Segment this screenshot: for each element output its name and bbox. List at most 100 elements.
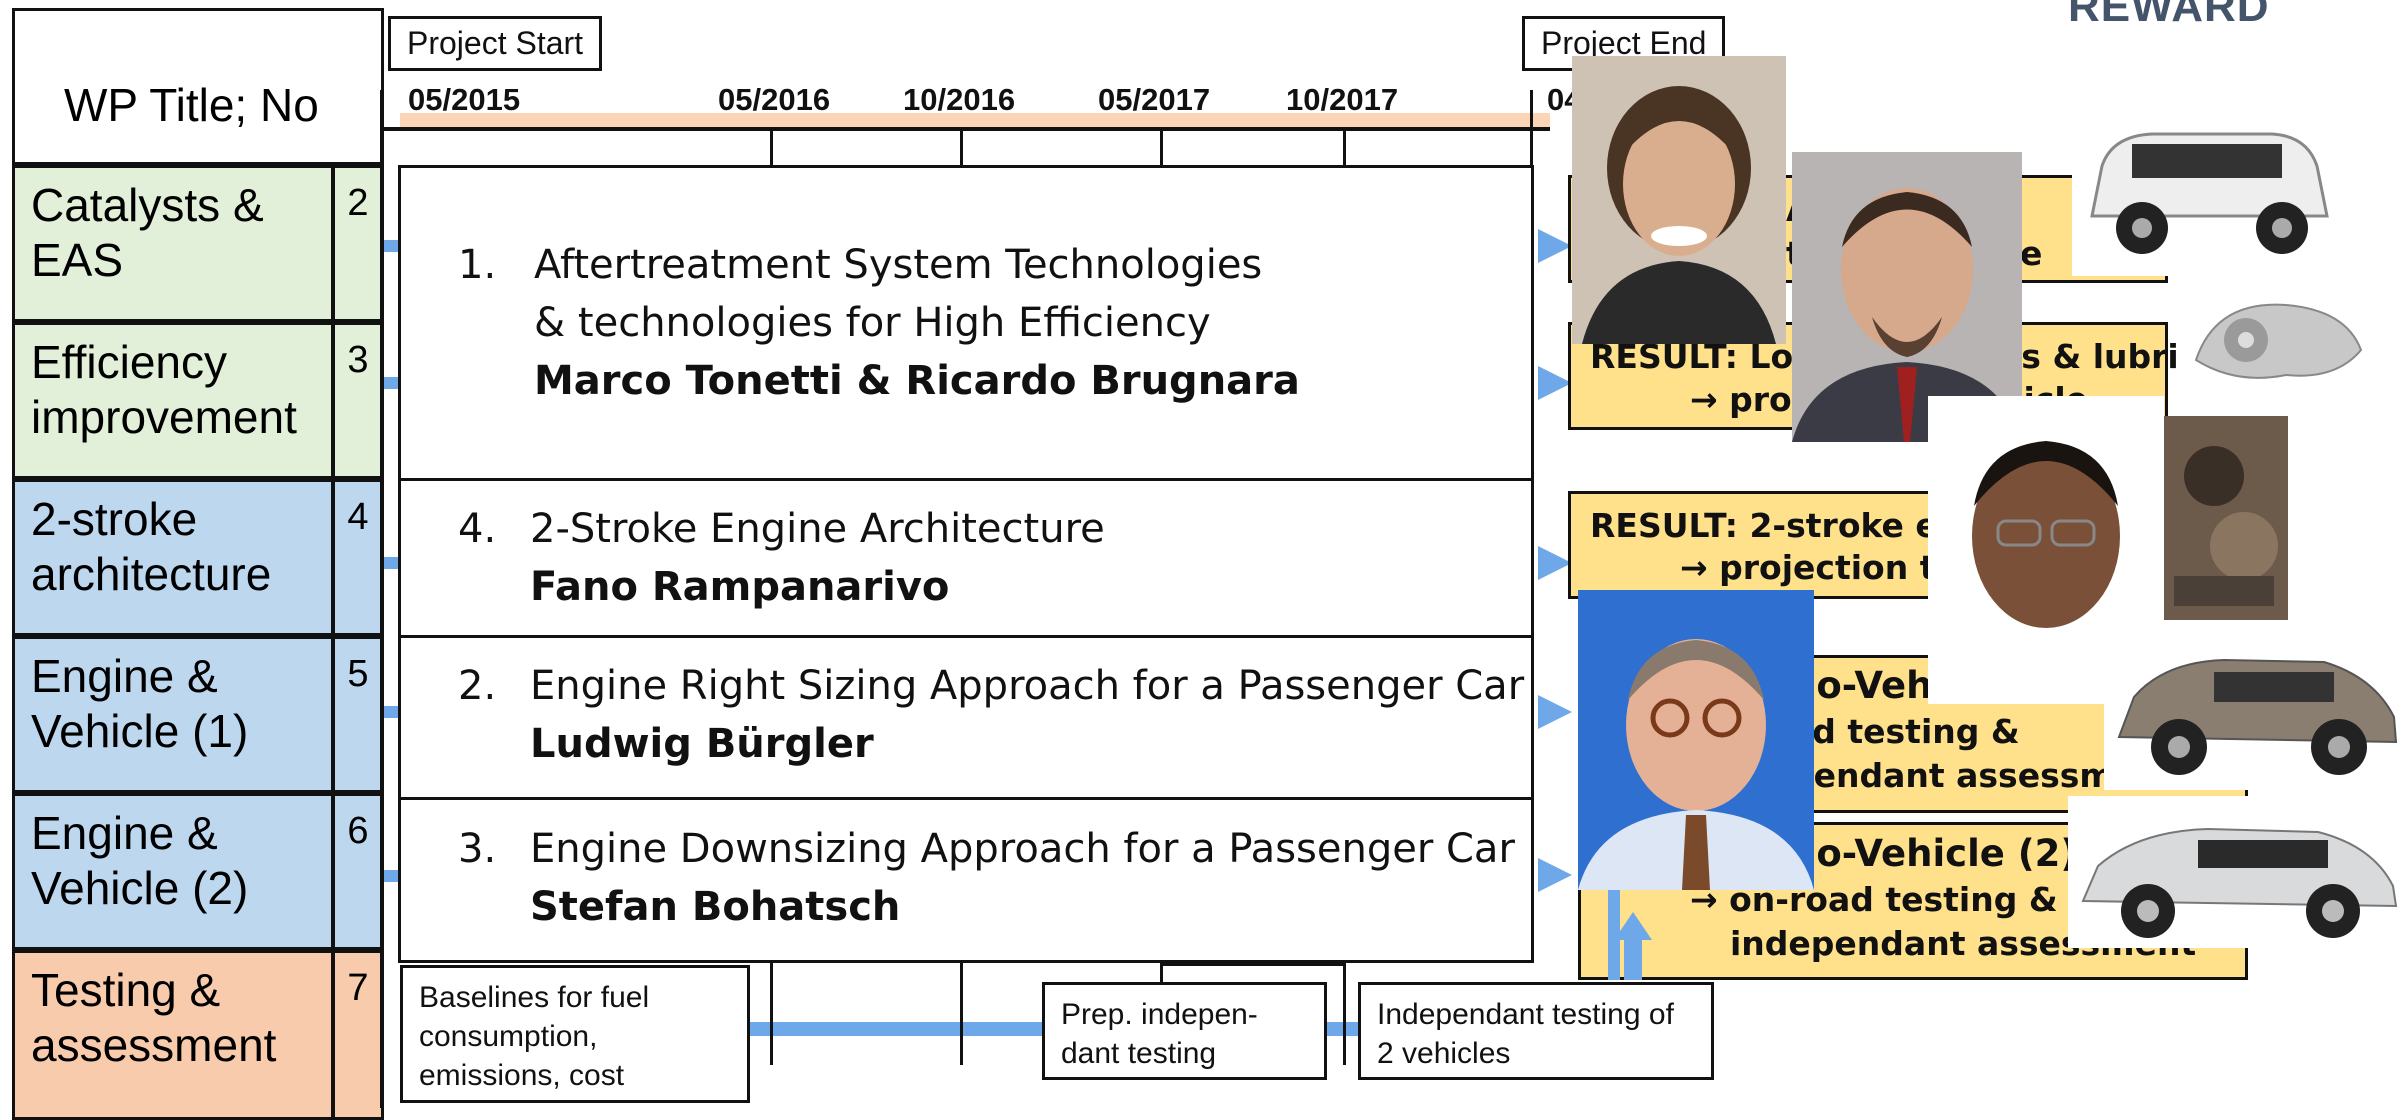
person-photo-tonetti — [1572, 56, 1786, 344]
technology-item-2: 2. — [458, 657, 496, 715]
timeline-tick — [960, 960, 963, 1065]
technology-title-cont: & technologies for High Efficiency — [534, 300, 1211, 346]
car-photo-suv-bronze — [2104, 622, 2407, 790]
engine-part-photo — [2176, 280, 2376, 400]
timeline-tick — [1160, 960, 1163, 984]
timeline-axis-line — [380, 127, 1550, 131]
technology-lead: Stefan Bohatsch — [530, 884, 901, 930]
person-portrait-icon — [1928, 396, 2164, 704]
timeline-date: 05/2016 — [718, 82, 831, 117]
item-number: 4. — [458, 506, 497, 552]
item-number: 1. — [458, 242, 497, 288]
technology-title: Aftertreatment System Technologies — [534, 242, 1263, 288]
car-photo-suv-white — [2072, 96, 2342, 276]
technology-item-3-text: Engine Downsizing Approach for a Passeng… — [530, 820, 1515, 936]
timeline-tick — [1530, 90, 1533, 169]
wp-title-header: WP Title; No — [64, 79, 319, 131]
person-portrait-icon — [1572, 56, 1786, 344]
car-icon — [2104, 622, 2407, 790]
result-text: → pro — [1690, 380, 1792, 419]
timeline-tick — [1160, 127, 1163, 169]
technology-lead: Ludwig Bürgler — [530, 721, 874, 767]
car-icon — [2072, 96, 2342, 276]
car-photo-suv-silver — [2068, 796, 2407, 948]
wp-title: Engine & Vehicle (2) — [31, 807, 249, 915]
prep-testing-note: Prep. indepen-dant testing — [1042, 982, 1327, 1080]
wp-title: Catalysts & EAS — [31, 179, 264, 287]
technology-item-1-text: Aftertreatment System Technologies & tec… — [534, 236, 1300, 410]
slide-divider — [398, 635, 1534, 638]
engine-icon — [2164, 416, 2288, 620]
wp-number-cell-7: 7 — [332, 950, 384, 1120]
progress-bar-left — [384, 706, 400, 718]
progress-bar-left — [384, 377, 400, 389]
technology-item-3: 3. — [458, 820, 496, 878]
technology-item-2-text: Engine Right Sizing Approach for a Passe… — [530, 657, 1524, 773]
slide-divider — [398, 478, 1534, 481]
wp-header-cell — [12, 8, 384, 165]
person-portrait-icon — [1792, 152, 2022, 442]
result-text: ad testing & — [1790, 712, 2020, 751]
timeline-tick — [770, 960, 773, 1065]
independant-testing-note: Independant testing of 2 vehicles — [1358, 982, 1714, 1080]
technology-title: Engine Right Sizing Approach for a Passe… — [530, 663, 1525, 709]
arrow-up-icon — [1608, 890, 1658, 980]
result-text: e — [2020, 234, 2043, 273]
wp-number: 4 — [347, 496, 369, 538]
wp-title: 2-stroke architecture — [31, 493, 272, 601]
baselines-note: Baselines for fuel consumption, emission… — [400, 965, 750, 1103]
timeline-tick — [1343, 127, 1346, 169]
item-number: 3. — [458, 826, 497, 872]
progress-bar-left — [384, 557, 400, 569]
technology-item-4-text: 2-Stroke Engine Architecture Fano Rampan… — [530, 500, 1105, 616]
wp-number: 7 — [347, 967, 369, 1009]
item-number: 2. — [458, 663, 497, 709]
engine-part-icon — [2176, 280, 2376, 400]
timeline-date: 05/2015 — [408, 82, 521, 117]
arrow-right-icon — [1538, 695, 1572, 729]
timeline-bottom-rail — [1160, 963, 1346, 966]
wp-number-cell-3: 3 — [332, 322, 384, 479]
wp-title-cell-2: Catalysts & EAS — [12, 165, 334, 322]
wp-number: 5 — [347, 653, 369, 695]
wp-title-cell-7: Testing & assessment — [12, 950, 334, 1120]
technology-lead: Fano Rampanarivo — [530, 564, 950, 610]
wp-number-cell-5: 5 — [332, 636, 384, 793]
wp-number: 6 — [347, 810, 369, 852]
timeline-peach-bar — [400, 113, 1550, 129]
technology-item-4: 4. — [458, 500, 496, 558]
wp-number: 2 — [347, 182, 369, 224]
timeline-left-border — [380, 90, 384, 1108]
timeline-date: 10/2017 — [1286, 82, 1399, 117]
progress-bar-left — [384, 870, 400, 882]
timeline-date: 05/2017 — [1098, 82, 1211, 117]
project-start-label: Project Start — [388, 16, 603, 71]
engine-photo — [2164, 416, 2288, 620]
wp-title-cell-3: Efficiency improvement — [12, 322, 334, 479]
wp-number-cell-6: 6 — [332, 793, 384, 950]
timeline-tick — [1343, 960, 1346, 1065]
person-photo-brugnara — [1792, 152, 2022, 442]
result-text: RESULT: 2-stroke en — [1590, 506, 1962, 545]
person-photo-buergler — [1578, 590, 1814, 890]
timeline-tick — [960, 127, 963, 169]
result-text: no-Vehicle (2) — [1790, 832, 2078, 875]
result-text: pendant assessm — [1790, 756, 2114, 795]
wp-title: Testing & assessment — [31, 964, 277, 1072]
arrow-right-icon — [1538, 229, 1572, 263]
technology-title: Engine Downsizing Approach for a Passeng… — [530, 826, 1515, 872]
reward-label: REWARD — [2068, 0, 2270, 31]
result-text: → projection t — [1680, 548, 1936, 587]
technology-title: 2-Stroke Engine Architecture — [530, 506, 1105, 552]
person-portrait-icon — [1578, 590, 1814, 890]
arrow-right-icon — [1538, 858, 1572, 892]
wp-title-cell-5: Engine & Vehicle (1) — [12, 636, 334, 793]
wp-title: Efficiency improvement — [31, 336, 297, 444]
arrow-right-icon — [1538, 546, 1572, 580]
technology-item-1: 1. — [458, 236, 496, 294]
arrow-right-icon — [1538, 366, 1572, 400]
wp-title-cell-4: 2-stroke architecture — [12, 479, 334, 636]
car-icon — [2068, 796, 2407, 948]
wp-title-cell-6: Engine & Vehicle (2) — [12, 793, 334, 950]
slide-divider — [398, 797, 1534, 800]
